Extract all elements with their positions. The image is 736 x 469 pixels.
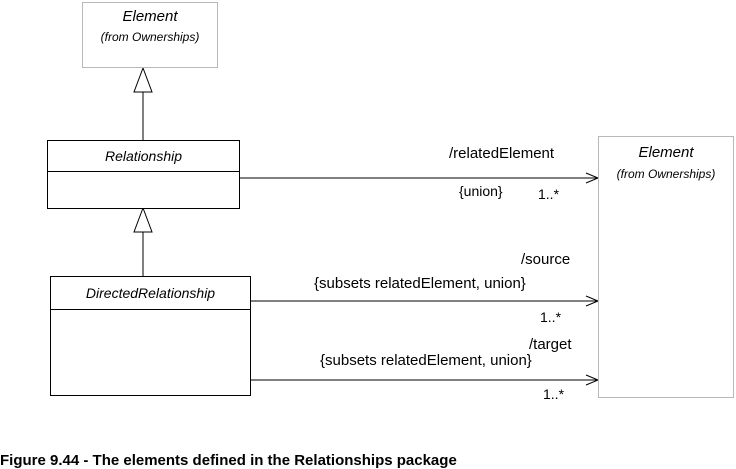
generalization-relationship-to-element	[133, 66, 153, 140]
class-element-right: Element (from Ownerships)	[598, 136, 734, 398]
association-source-line	[250, 295, 600, 307]
class-element-right-origin: (from Ownerships)	[616, 167, 716, 181]
class-directed-relationship-name: DirectedRelationship	[85, 285, 216, 301]
class-relationship: Relationship	[47, 140, 240, 209]
figure-caption: Figure 9.44 - The elements defined in th…	[0, 452, 457, 469]
related-element-role-label: /relatedElement	[449, 145, 555, 162]
class-element-top-origin: (from Ownerships)	[100, 30, 200, 44]
association-target-line	[250, 374, 600, 386]
class-directed-relationship: DirectedRelationship	[50, 276, 251, 396]
target-multiplicity-label: 1..*	[543, 386, 565, 402]
class-relationship-divider	[48, 171, 239, 172]
class-directed-relationship-divider	[51, 309, 250, 310]
target-role-label: /target	[529, 336, 572, 353]
related-element-constraint-label: {union}	[459, 183, 503, 199]
source-multiplicity-label: 1..*	[540, 309, 562, 325]
related-element-multiplicity-label: 1..*	[538, 186, 560, 202]
generalization-directedrelationship-to-relationship	[133, 206, 153, 276]
class-element-right-name: Element	[638, 144, 694, 161]
class-element-top: Element (from Ownerships)	[82, 2, 218, 68]
association-related-element-line	[240, 172, 600, 184]
class-element-top-name: Element	[122, 8, 178, 25]
target-constraint-label: {subsets relatedElement, union}	[320, 352, 532, 369]
source-constraint-label: {subsets relatedElement, union}	[314, 275, 526, 292]
class-relationship-name: Relationship	[104, 148, 183, 164]
source-role-label: /source	[521, 251, 571, 268]
